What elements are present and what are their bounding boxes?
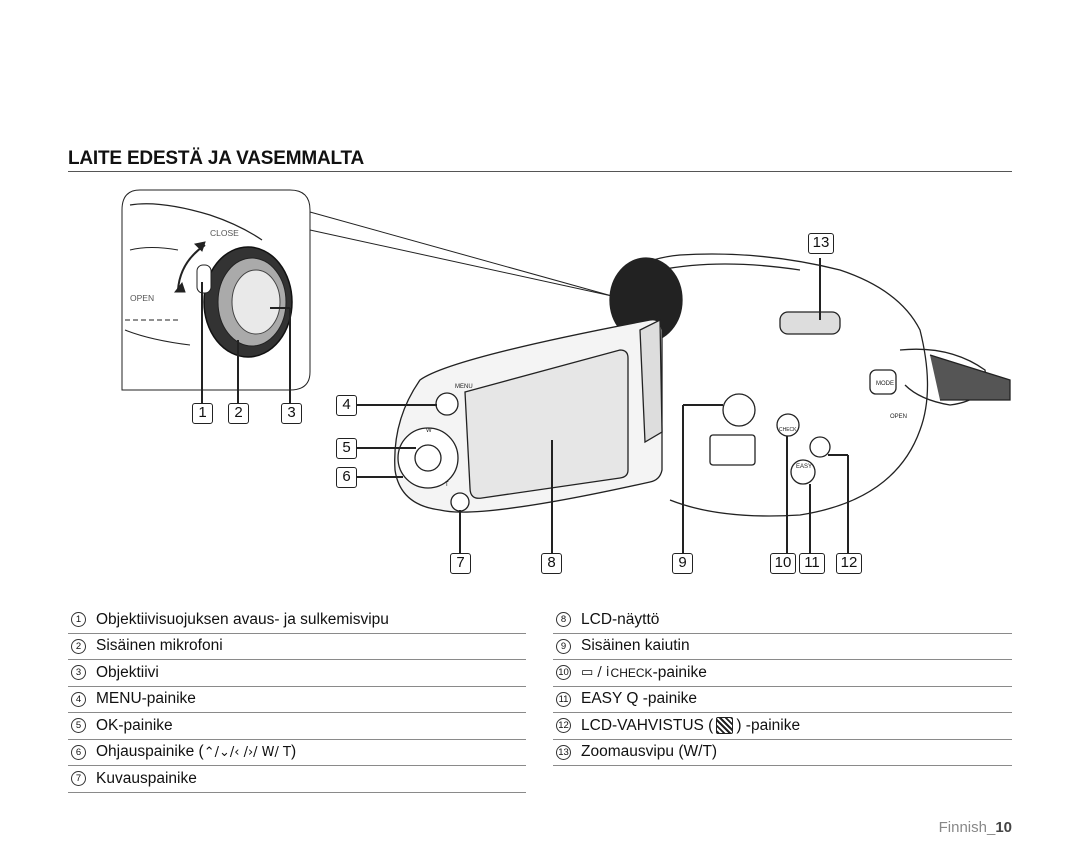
callout-12: 12 (836, 553, 862, 574)
legend-item: 6 Ohjauspainike (⌃/⌄/‹ /›/ W/ T ) (68, 740, 526, 766)
legend-text: Objektiivisuojuksen avaus- ja sulkemisvi… (96, 610, 389, 628)
callout-13: 13 (808, 233, 834, 254)
legend-text-suffix: ) (290, 743, 297, 761)
callout-leader-lines (201, 258, 849, 553)
legend-number: 13 (556, 744, 571, 760)
callout-5: 5 (336, 438, 357, 459)
legend-number: 4 (71, 691, 86, 707)
legend-text: Objektiivi (96, 663, 159, 681)
legend-number: 8 (556, 612, 571, 628)
camcorder-illustration: CLOSE OPEN MODE OPEN EASY CHECK MENU W T (121, 189, 1011, 553)
legend-item: 12 LCD-VAHVISTUS ( ) -painike (553, 713, 1012, 740)
legend-text: OK-painike (96, 716, 173, 734)
legend-number: 5 (71, 718, 86, 734)
legend-number: 7 (71, 771, 86, 787)
inset-close-label: CLOSE (210, 228, 239, 238)
legend-item: 8 LCD-näyttö (553, 607, 1012, 634)
lens-inset (121, 189, 613, 391)
camcorder-body (609, 253, 1011, 517)
direction-symbols: ⌃/⌄/‹ /›/ W/ T (203, 744, 291, 760)
legend-number: 3 (71, 665, 86, 681)
callout-2: 2 (228, 403, 249, 424)
callout-8: 8 (541, 553, 562, 574)
t-label: T (445, 482, 449, 488)
legend-text: -painike (652, 663, 707, 681)
callout-4: 4 (336, 395, 357, 416)
legend-item: 1 Objektiivisuojuksen avaus- ja sulkemisv… (68, 607, 526, 634)
inset-open-label: OPEN (130, 293, 154, 303)
lcd-enhancer-icon (716, 717, 734, 735)
legend-text: MENU-painike (96, 690, 196, 708)
mode-label: MODE (876, 381, 894, 387)
legend-text: Kuvauspainike (96, 769, 197, 787)
page-footer: Finnish_10 (939, 819, 1012, 836)
legend-number: 1 (71, 612, 86, 628)
legend-item: 11 EASY Q -painike (553, 687, 1012, 713)
legend-item: 7 Kuvauspainike (68, 766, 526, 793)
legend-number: 10 (556, 665, 571, 681)
legend-item: 3 Objektiivi (68, 660, 526, 687)
callout-7: 7 (450, 553, 471, 574)
legend-text: Zoomausvipu (W/T) (581, 743, 718, 761)
callout-3: 3 (281, 403, 302, 424)
callout-10: 10 (770, 553, 796, 574)
title-divider (68, 171, 1012, 172)
check-label: CHECK (779, 427, 797, 433)
callout-6: 6 (336, 467, 357, 488)
legend-item: 4 MENU-painike (68, 687, 526, 713)
legend-number: 6 (71, 744, 86, 760)
page-number: 10 (995, 819, 1012, 836)
legend-item: 5 OK-painike (68, 713, 526, 740)
legend-left: 1 Objektiivisuojuksen avaus- ja sulkemisv… (68, 607, 526, 793)
legend-text: LCD-näyttö (581, 610, 660, 628)
open-label: OPEN (890, 414, 907, 420)
callout-9: 9 (672, 553, 693, 574)
legend-text: EASY Q -painike (581, 690, 698, 708)
callout-1: 1 (192, 403, 213, 424)
menu-label: MENU (455, 384, 473, 390)
legend-number: 2 (71, 638, 86, 654)
page-title: LAITE EDESTÄ JA VASEMMALTA (68, 148, 364, 169)
check-word: CHECK (610, 665, 653, 680)
legend-text: LCD-VAHVISTUS ( (581, 716, 714, 734)
legend-number: 11 (556, 691, 571, 707)
callout-11: 11 (799, 553, 825, 574)
legend-item: 13 Zoomausvipu (W/T) (553, 740, 1012, 766)
legend-text: Sisäinen kaiutin (581, 637, 690, 655)
legend-item: 2 Sisäinen mikrofoni (68, 634, 526, 660)
legend-number: 12 (556, 718, 571, 734)
legend-text-suffix: ) -painike (736, 716, 801, 734)
legend-number: 9 (556, 638, 571, 654)
easy-label: EASY (796, 464, 812, 470)
legend-text: Ohjauspainike ( (96, 743, 204, 761)
footer-language: Finnish_ (938, 819, 996, 836)
display-check-icon: ▭ / i (581, 665, 610, 681)
legend-text: Sisäinen mikrofoni (96, 637, 223, 655)
lcd-panel (394, 318, 663, 513)
legend-item: 9 Sisäinen kaiutin (553, 634, 1012, 660)
w-label: W (426, 428, 432, 434)
